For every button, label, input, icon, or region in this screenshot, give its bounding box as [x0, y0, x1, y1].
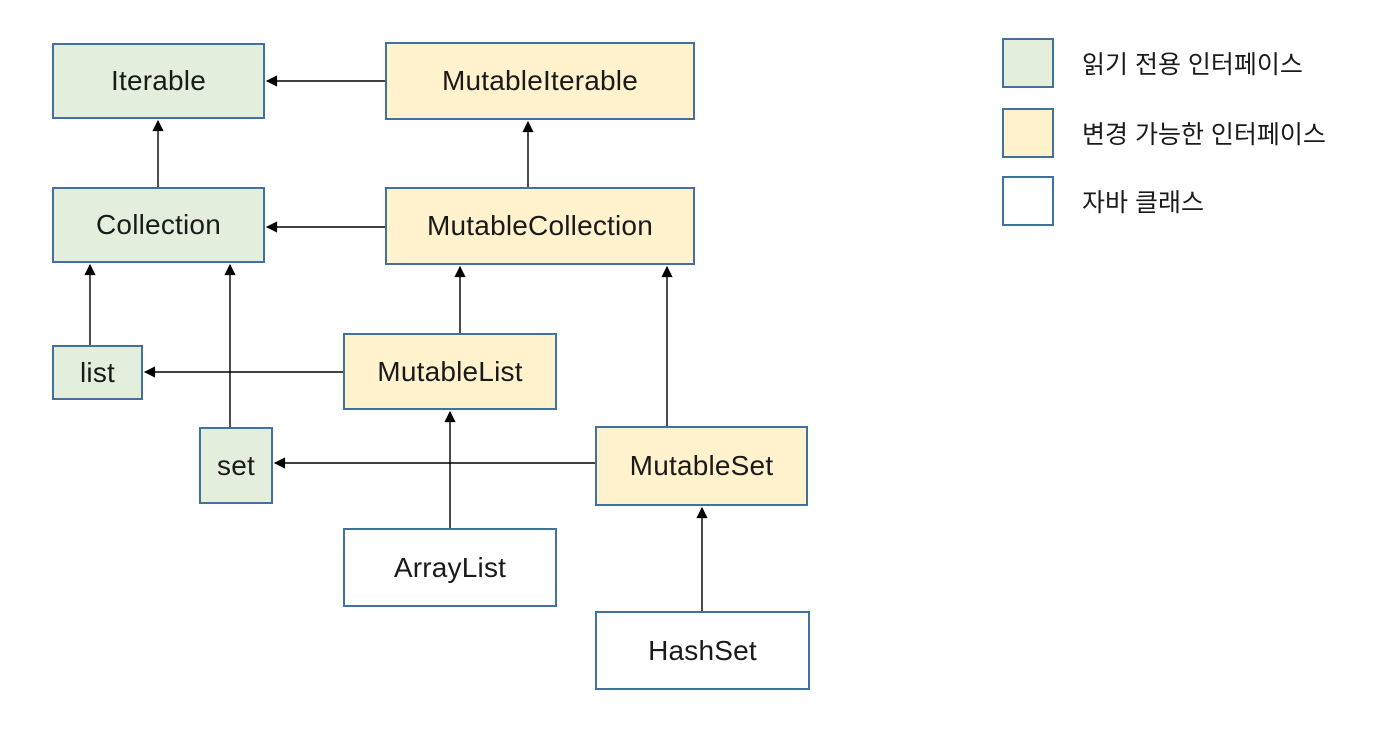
- legend-item-mutable: 변경 가능한 인터페이스: [1002, 108, 1326, 158]
- node-label: Iterable: [111, 65, 206, 96]
- node-arraylist: ArrayList: [343, 528, 557, 607]
- node-hashset: HashSet: [595, 611, 810, 690]
- legend-swatch-class: [1002, 176, 1054, 226]
- legend-swatch-readonly: [1002, 38, 1054, 88]
- node-label: MutableSet: [629, 450, 774, 481]
- node-mutable-list: MutableList: [343, 333, 557, 410]
- node-label: HashSet: [648, 634, 757, 666]
- node-list: list: [52, 345, 143, 400]
- node-collection: Collection: [52, 187, 265, 263]
- node-label: ArrayList: [393, 551, 507, 583]
- legend-label: 읽기 전용 인터페이스: [1082, 51, 1303, 79]
- node-iterable: Iterable: [52, 43, 265, 119]
- node-label: MutableList: [377, 355, 523, 387]
- node-mutable-set: MutableSet: [595, 426, 808, 506]
- legend-item-readonly: 읽기 전용 인터페이스: [1002, 38, 1303, 88]
- legend-label: 자바 클래스: [1082, 189, 1204, 217]
- node-label: set: [217, 449, 255, 481]
- node-mutable-collection: MutableCollection: [385, 187, 695, 265]
- node-label: MutableIterable: [441, 65, 638, 96]
- node-label: list: [79, 356, 116, 388]
- legend-swatch-mutable: [1002, 108, 1054, 158]
- node-set: set: [199, 427, 273, 504]
- node-label: MutableCollection: [427, 210, 653, 241]
- node-label: Collection: [96, 209, 221, 240]
- node-mutable-iterable: MutableIterable: [385, 42, 695, 120]
- legend-label: 변경 가능한 인터페이스: [1082, 121, 1326, 149]
- legend-item-class: 자바 클래스: [1002, 176, 1204, 226]
